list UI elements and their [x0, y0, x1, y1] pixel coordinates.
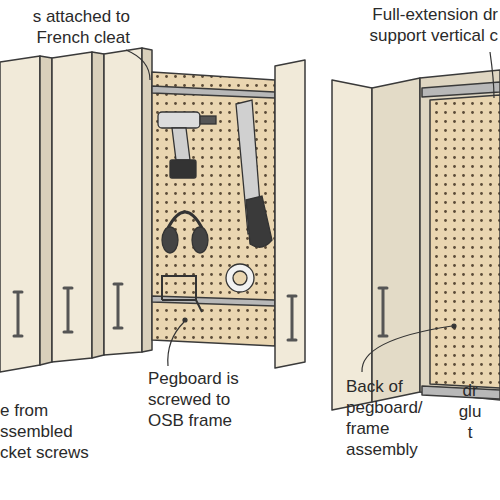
leader-line — [362, 326, 452, 372]
earmuff-band — [168, 212, 202, 228]
pegboard-back — [430, 95, 500, 388]
leader-line — [490, 52, 494, 98]
tape-roll — [226, 264, 254, 292]
leader-line — [126, 50, 150, 80]
coping-saw-frame — [162, 276, 196, 300]
front-panel — [275, 60, 305, 368]
leader-dot — [183, 318, 187, 322]
callout-label: e from ssembled cket screws — [0, 400, 95, 463]
drill-grip — [172, 128, 190, 160]
cabinet-panel-side — [40, 56, 52, 365]
earmuff-cup — [192, 227, 208, 253]
drawer-slide — [422, 386, 500, 399]
leader-dot — [452, 324, 456, 328]
drill-battery — [170, 160, 196, 178]
callout-label: Back of pegboard/ frame assembly — [346, 376, 431, 460]
drill-chuck — [200, 116, 216, 124]
cabinet-panel — [0, 56, 40, 372]
cabinet-panel — [52, 52, 92, 362]
saw-handle — [246, 196, 272, 247]
callout-label: dr glu t — [455, 380, 485, 443]
cabinet-panel-side — [142, 48, 152, 352]
handle — [64, 288, 72, 332]
handle — [14, 292, 22, 336]
earmuff-cup — [162, 227, 178, 253]
cabinet-panel-side — [92, 52, 104, 358]
cabinet-panel — [104, 48, 142, 355]
callout-label: Pegboard is screwed to OSB frame — [148, 368, 248, 431]
pegboard — [152, 72, 275, 346]
drawer-slide — [422, 82, 500, 97]
callout-label: s attached to French cleat — [0, 6, 130, 48]
front-panel-side — [372, 78, 420, 402]
handle — [114, 284, 122, 328]
drawer-slide — [152, 86, 275, 98]
handle — [288, 296, 296, 340]
coping-saw-blade — [162, 300, 202, 312]
front-panel — [332, 80, 372, 410]
tape-core — [233, 271, 247, 285]
handle — [379, 288, 387, 336]
drill-body — [158, 112, 200, 128]
leader-line — [168, 322, 184, 366]
frame — [420, 70, 500, 400]
callout-label: Full-extension dr support vertical c — [340, 4, 498, 46]
